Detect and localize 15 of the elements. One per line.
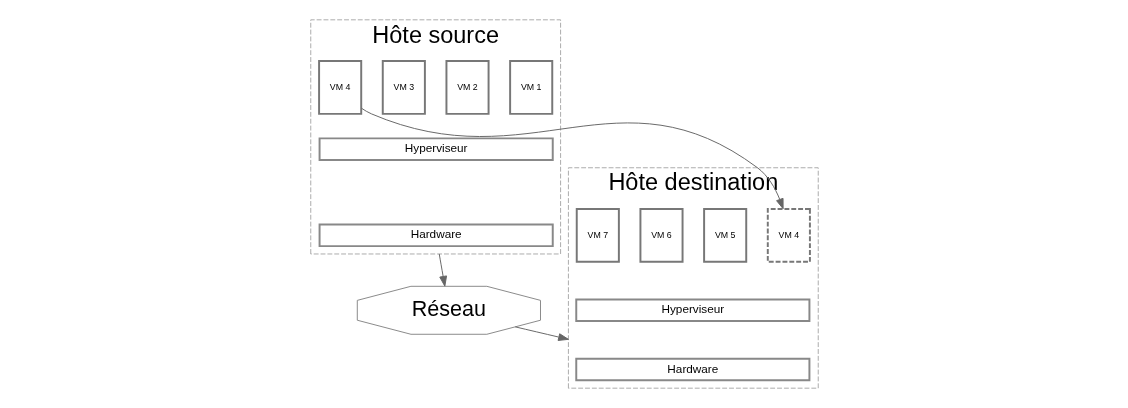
node-box: Hardware (318, 223, 554, 248)
arrow (360, 107, 784, 210)
arrow (438, 253, 447, 287)
node-box: VM 7 (575, 207, 620, 263)
node-box: VM 4 (766, 207, 811, 263)
node-box: Hyperviseur (574, 298, 810, 323)
node-box: VM 4 (317, 60, 362, 115)
node-box: VM 3 (381, 60, 426, 115)
node-box: Hardware (574, 357, 810, 382)
node-box: VM 5 (702, 207, 747, 263)
node-box: VM 1 (508, 60, 553, 115)
arrow (514, 326, 569, 341)
node-box: VM 2 (444, 60, 490, 115)
node-box: Hyperviseur (318, 137, 554, 161)
node-box: VM 6 (638, 207, 684, 263)
